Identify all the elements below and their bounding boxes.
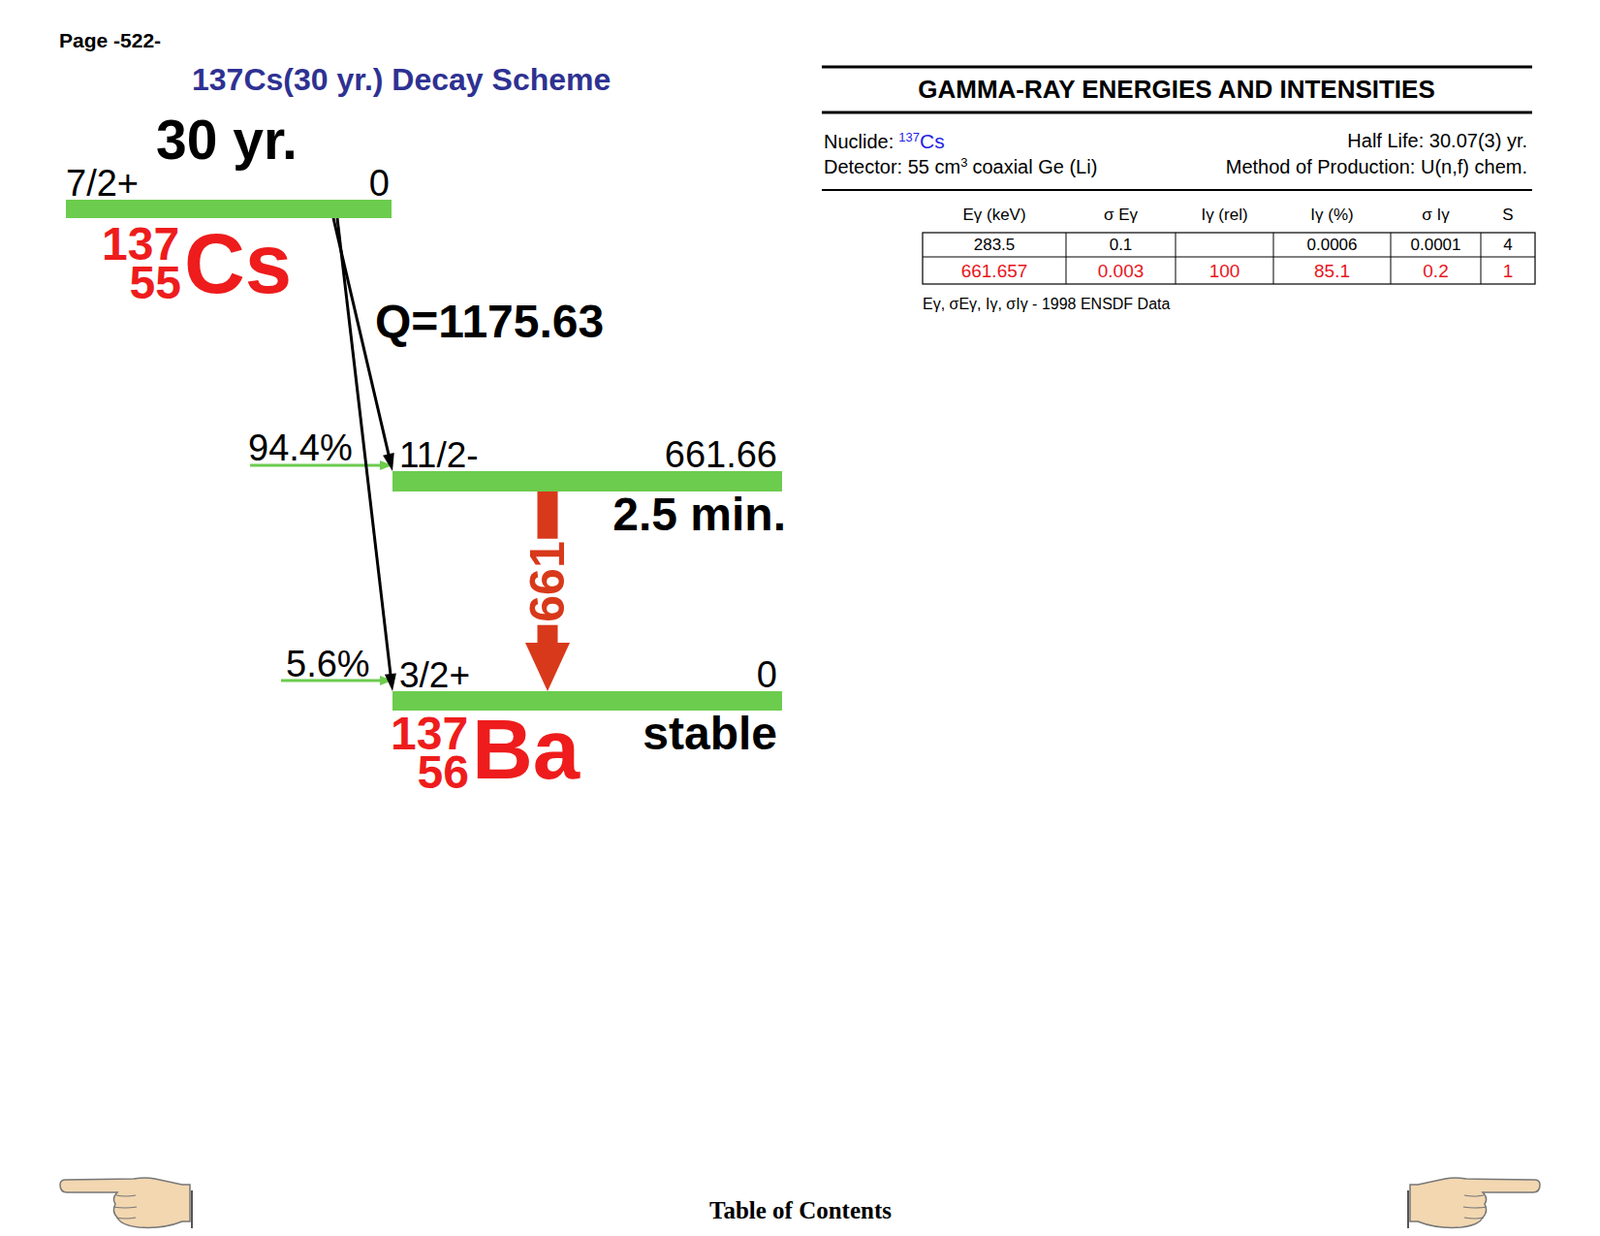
table-cell: 4 <box>1480 236 1536 253</box>
text-line: Nuclide: 137Cs <box>823 130 945 152</box>
column-header: Eγ (keV) <box>922 206 1067 223</box>
arrowhead <box>384 672 397 691</box>
hand-fingers <box>113 1194 137 1219</box>
column-header: S <box>1480 206 1536 223</box>
mass-number: 137 <box>898 130 920 144</box>
energy-level: 11/2-661.662.5 min. <box>392 470 783 492</box>
table-cell: 0.0006 <box>1273 236 1391 253</box>
column-header: Iγ (%) <box>1273 206 1391 223</box>
table-grid <box>922 256 1536 258</box>
gamma-energy: 661 <box>519 537 576 625</box>
level-energy: 0 <box>756 656 778 693</box>
table-grid <box>1390 232 1392 284</box>
column-header: σ Iγ <box>1390 206 1481 223</box>
energy-level: 30 yr.7/2+0 <box>65 199 392 219</box>
branching-ratio: 94.4% <box>248 429 353 467</box>
arrowhead <box>382 452 395 471</box>
superscript: 3 <box>960 156 968 169</box>
table-cell: 0.1 <box>1066 236 1176 253</box>
production-info: Method of Production: U(n,f) chem. <box>1225 156 1528 177</box>
field-label: Nuclide: <box>823 131 894 152</box>
table-grid <box>1273 232 1275 284</box>
hand-fingers <box>1463 1194 1487 1219</box>
table-grid <box>1175 232 1177 284</box>
atomic-number: 55 <box>129 259 182 307</box>
table-cell: 1 <box>1480 261 1536 281</box>
table-cell: 100 <box>1175 261 1274 281</box>
table-grid <box>1480 232 1482 284</box>
table-footnote: Eγ, σEγ, Iγ, σIγ - 1998 ENSDF Data <box>922 296 1170 313</box>
table-cell: 85.1 <box>1273 261 1391 281</box>
table-grid <box>1066 232 1067 284</box>
table-heading: GAMMA-RAY ENERGIES AND INTENSITIES <box>917 76 1436 102</box>
column-header: σ Eγ <box>1066 206 1176 223</box>
hand-shape <box>1410 1177 1540 1227</box>
table-cell: 661.657 <box>922 261 1067 281</box>
spin-parity: 7/2+ <box>65 164 139 202</box>
hand-shape <box>60 1177 190 1227</box>
pointing-hand <box>1408 1177 1540 1228</box>
pointing-hand <box>60 1177 192 1228</box>
arrowhead <box>525 642 570 691</box>
spin-parity: 3/2+ <box>399 657 471 693</box>
level-energy: 0 <box>369 164 390 202</box>
element-symbol: Ba <box>471 706 580 791</box>
detector-info: coaxial Ge (Li) <box>972 156 1098 177</box>
half-life: 30 yr. <box>156 112 298 168</box>
table-rule <box>821 188 1533 191</box>
table-rule <box>821 65 1533 69</box>
half-life: stable <box>642 710 778 757</box>
spin-parity: 11/2- <box>399 437 479 473</box>
nav-link: Table of Contents <box>709 1197 892 1223</box>
table-border <box>922 232 1536 284</box>
hand-cuff <box>1407 1190 1410 1228</box>
detector-info: Detector: 55 cm <box>823 156 961 177</box>
half-life: 2.5 min. <box>612 491 786 538</box>
column-header: Iγ (rel) <box>1175 206 1274 223</box>
branching-ratio: 5.6% <box>285 645 371 683</box>
atomic-number: 56 <box>417 749 470 796</box>
table-cell: 0.003 <box>1066 261 1176 281</box>
level-energy: 661.66 <box>664 436 778 473</box>
diagram-title: 137Cs(30 yr.) Decay Scheme <box>191 63 611 95</box>
text-line: Detector: 55 cm3 coaxial Ge (Li) <box>823 156 1098 177</box>
table-rule <box>821 111 1533 115</box>
table-cell: 283.5 <box>922 236 1067 253</box>
page-number: Page -522- <box>59 30 161 51</box>
table-cell: 0.2 <box>1390 261 1481 281</box>
hand-cuff <box>190 1190 193 1228</box>
energy-level: 3/2+0stable <box>392 690 783 711</box>
nuclide-symbol: Cs <box>919 130 945 152</box>
q-value: Q=1175.63 <box>375 298 604 346</box>
element-symbol: Cs <box>184 220 292 306</box>
table-cell: 0.0001 <box>1390 236 1481 253</box>
half-life-info: Half Life: 30.07(3) yr. <box>1347 130 1528 151</box>
